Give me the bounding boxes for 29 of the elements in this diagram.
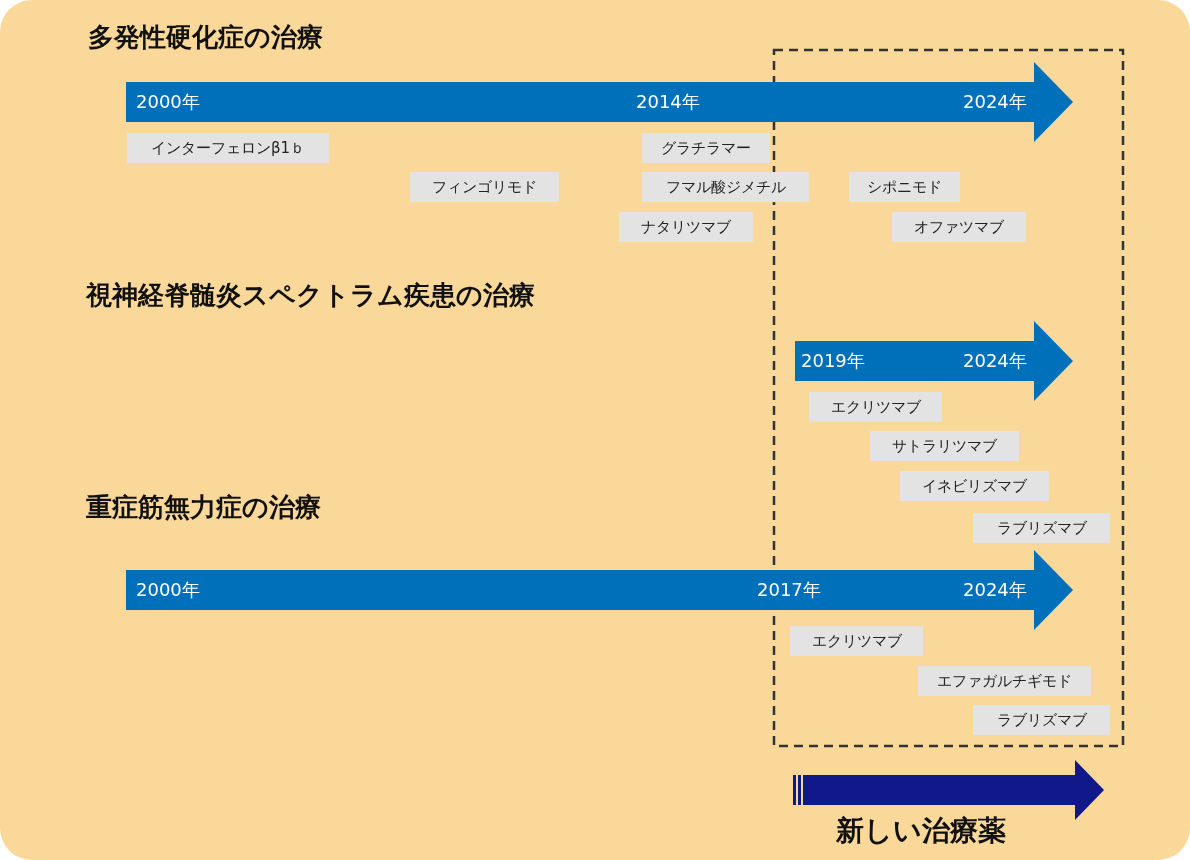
year-label: 2017年 xyxy=(757,579,821,601)
drug-box: インターフェロンβ1ｂ xyxy=(127,133,329,163)
drug-box: ラブリズマブ xyxy=(973,705,1110,735)
timeline-arrow xyxy=(126,62,1073,142)
drug-box: フマル酸ジメチル xyxy=(642,172,809,202)
year-label: 2024年 xyxy=(963,579,1027,601)
timeline-arrow xyxy=(795,321,1073,401)
year-label: 2024年 xyxy=(963,350,1027,372)
drug-box: エクリツマブ xyxy=(790,626,923,656)
timeline-arrow xyxy=(126,550,1073,630)
drug-box: ナタリツマブ xyxy=(619,212,753,242)
drug-box: イネビリズマブ xyxy=(900,471,1049,501)
drug-box: エクリツマブ xyxy=(809,392,942,422)
year-label: 2019年 xyxy=(801,350,865,372)
drug-box: オファツマブ xyxy=(892,212,1026,242)
year-label: 2000年 xyxy=(136,579,200,601)
year-label: 2024年 xyxy=(963,91,1027,113)
section-heading: 重症筋無力症の治療 xyxy=(86,491,321,523)
drug-box: ラブリズマブ xyxy=(973,513,1110,543)
drug-box: グラチラマー xyxy=(642,133,770,163)
drug-box: フィンゴリモド xyxy=(410,172,559,202)
drug-box: サトラリツマブ xyxy=(870,431,1019,461)
section-heading: 多発性硬化症の治療 xyxy=(88,21,323,53)
year-label: 2000年 xyxy=(136,91,200,113)
legend-label: 新しい治療薬 xyxy=(836,815,1006,847)
drug-box: エファガルチギモド xyxy=(918,666,1091,696)
drug-box: シポニモド xyxy=(849,172,960,202)
year-label: 2014年 xyxy=(636,91,700,113)
section-heading: 視神経脊髄炎スペクトラム疾患の治療 xyxy=(86,279,535,311)
